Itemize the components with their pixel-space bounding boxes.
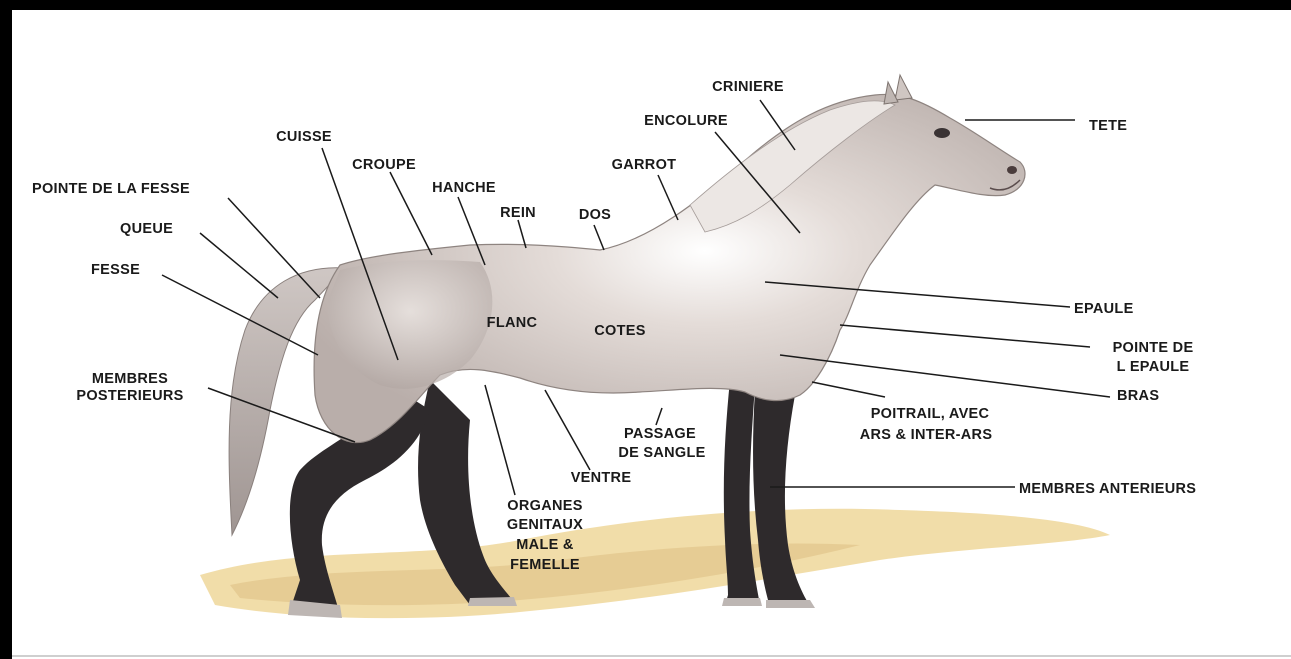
label-poitrail-line1: POITRAIL, AVEC [871,405,990,423]
label-pointe-de-l-epaule-line2: L EPAULE [1117,358,1190,376]
label-rein: REIN [500,204,536,222]
label-cotes: COTES [594,322,645,340]
label-organes-line1: ORGANES [507,497,582,515]
leader-pointe-epaule [840,325,1090,347]
label-organes-line2: GENITAUX [507,516,583,534]
hoof [468,597,517,606]
leader-croupe [390,172,432,255]
label-croupe: CROUPE [352,156,416,174]
label-queue: QUEUE [120,220,173,238]
nostril [1007,166,1017,174]
leader-poitrail [812,382,885,397]
label-membres-posterieurs-line1: MEMBRES [92,370,168,388]
label-pointe-de-l-epaule-line1: POINTE DE [1113,339,1194,357]
label-bras: BRAS [1117,387,1159,405]
label-tete: TETE [1089,117,1127,135]
label-hanche: HANCHE [432,179,496,197]
label-garrot: GARROT [612,156,677,174]
label-membres-posterieurs-line2: POSTERIEURS [76,387,183,405]
leader-passage-sangle [656,408,662,425]
label-poitrail-line2: ARS & INTER-ARS [860,426,993,444]
leader-pointe-fesse [228,198,320,298]
leader-organes [485,385,515,495]
label-membres-anterieurs: MEMBRES ANTERIEURS [1019,480,1196,498]
leader-ventre [545,390,590,470]
label-encolure: ENCOLURE [644,112,728,130]
label-pointe-de-la-fesse: POINTE DE LA FESSE [32,180,190,198]
label-fesse: FESSE [91,261,140,279]
label-epaule: EPAULE [1074,300,1134,318]
leader-garrot [658,175,678,220]
label-dos: DOS [579,206,611,224]
label-cuisse: CUISSE [276,128,332,146]
leader-rein [518,220,526,248]
label-passage-de-sangle-line1: PASSAGE [624,425,696,443]
label-ventre: VENTRE [571,469,632,487]
label-criniere: CRINIERE [712,78,784,96]
leader-queue [200,233,278,298]
ear [895,75,912,100]
hoof [766,600,815,608]
hoof [722,598,762,606]
label-flanc: FLANC [487,314,538,332]
label-organes-line4: FEMELLE [510,556,580,574]
leader-bras [780,355,1110,397]
label-organes-line3: MALE & [516,536,573,554]
eye [934,128,950,138]
leader-dos [594,225,604,250]
label-passage-de-sangle-line2: DE SANGLE [618,444,705,462]
